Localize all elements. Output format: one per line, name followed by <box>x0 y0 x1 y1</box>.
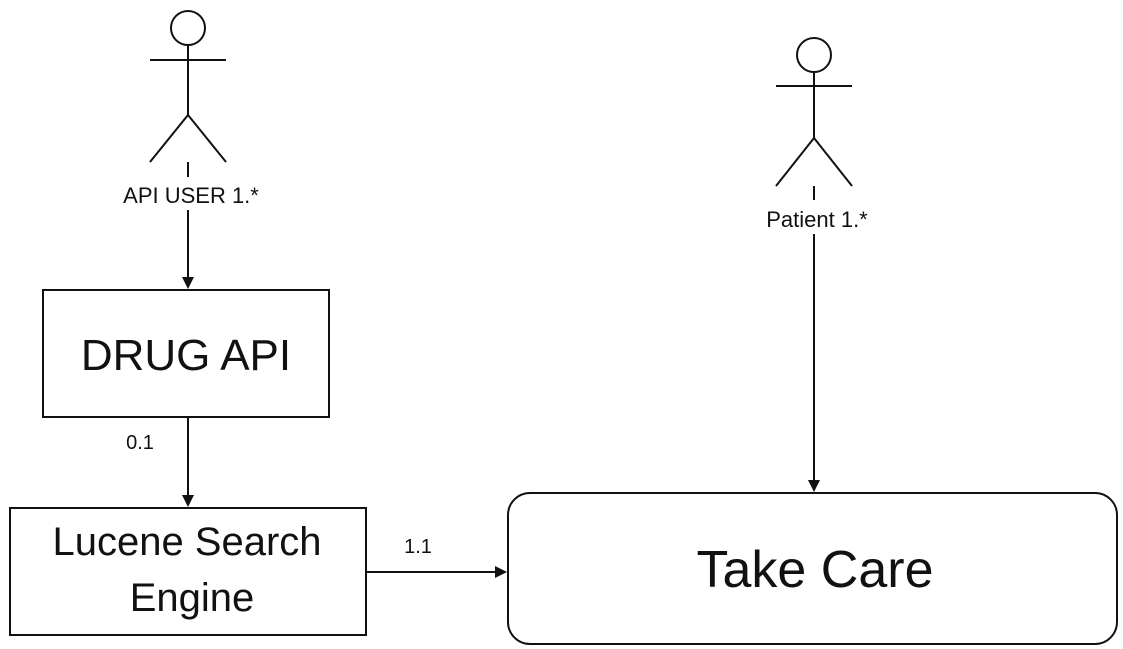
patient-label: Patient 1.* <box>766 207 868 232</box>
patient-leg-right-icon <box>813 137 853 187</box>
lucene-node[interactable]: Lucene Search Engine <box>9 507 367 636</box>
patient-leg-left-icon <box>775 137 815 187</box>
lucene-label-line1: Lucene Search <box>52 520 321 564</box>
patient-label-bg <box>742 204 892 232</box>
drug-api-to-lucene-label: 0.1 <box>126 432 154 454</box>
lucene-box <box>9 507 367 636</box>
api-user-leg-right-icon <box>187 114 227 163</box>
patient-actor <box>775 37 853 187</box>
patient-head-icon <box>796 37 832 73</box>
take-care-box <box>507 492 1118 645</box>
take-care-node[interactable]: Take Care <box>507 492 1118 645</box>
drug-api-label: DRUG API <box>81 331 291 380</box>
api-user-label: API USER 1.* <box>123 183 259 208</box>
api-user-actor <box>149 10 227 163</box>
api-user-label-bg <box>96 180 286 208</box>
api-user-head-icon <box>170 10 206 46</box>
lucene-label-line2: Engine <box>130 576 255 620</box>
api-user-leg-left-icon <box>149 114 189 163</box>
lucene-to-take-care-label: 1.1 <box>404 536 432 558</box>
drug-api-node[interactable]: DRUG API <box>42 289 330 418</box>
take-care-label: Take Care <box>697 541 934 599</box>
drug-api-box <box>42 289 330 418</box>
